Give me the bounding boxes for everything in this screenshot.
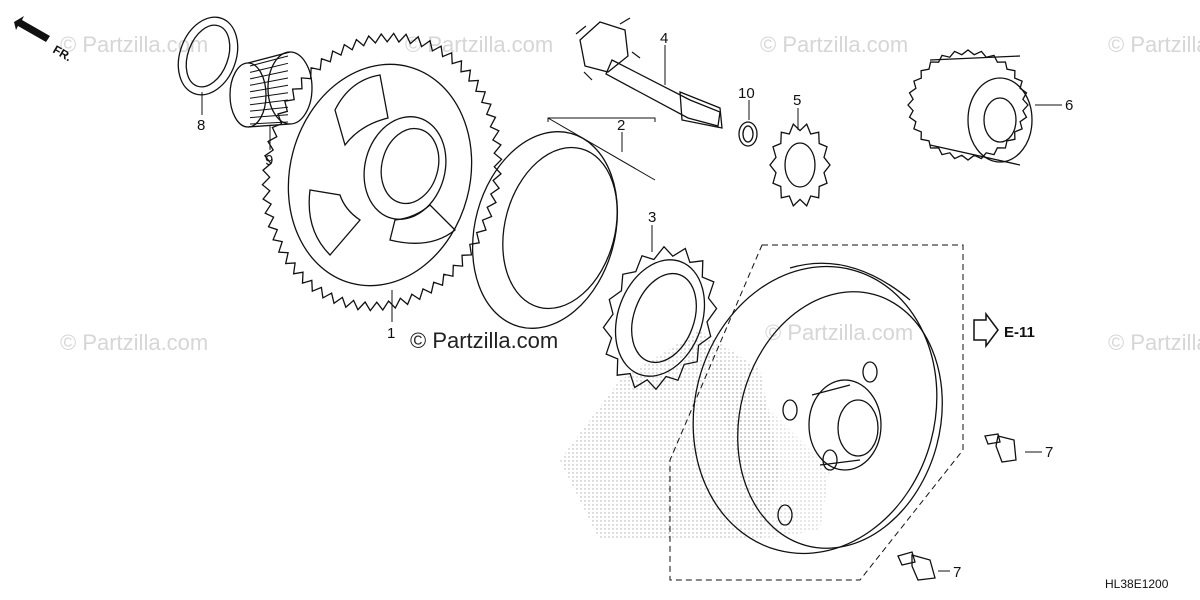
reference-arrow: E-11 [973, 311, 1035, 349]
callout-labels: 1 2 3 4 5 6 7 7 8 9 10 [197, 30, 1073, 581]
callout-number: 5 [793, 92, 801, 109]
gear-assembly-part-6 [907, 49, 1062, 166]
watermark: © Partzilla.com [60, 32, 208, 57]
shaft-part-4 [575, 17, 723, 129]
callout-number: 8 [197, 117, 205, 134]
callout-number: 7 [1045, 444, 1053, 461]
sprag-clutch-part-3 [602, 245, 718, 391]
diagram-code: HL38E1200 [1105, 577, 1169, 591]
callout-number: 4 [660, 30, 668, 47]
assembly-outline [669, 244, 964, 581]
brand-logo-shading [560, 330, 830, 540]
flywheel [692, 262, 943, 555]
watermark-group: © Partzilla.com © Partzilla.com © Partzi… [60, 32, 1200, 355]
callout-bracket-2-3 [547, 117, 656, 252]
callout-number: 6 [1065, 97, 1073, 114]
watermark: © Partzilla.com [760, 32, 908, 57]
gear-part-5 [769, 108, 831, 208]
watermark: © Partzilla.com [1108, 330, 1200, 355]
flywheel-bolt-part-7 [984, 433, 1042, 463]
watermark: © Partzilla.com [60, 330, 208, 355]
washer-part-8 [177, 16, 239, 115]
callout-number: 10 [738, 85, 755, 102]
starter-driven-gear-part-1 [261, 32, 503, 322]
flywheel-bolt-part-7 [897, 551, 950, 581]
watermark: © Partzilla.com [1108, 32, 1200, 57]
watermark: © Partzilla.com [765, 320, 913, 345]
callout-number: 1 [387, 325, 395, 342]
watermark: © Partzilla.com [405, 32, 553, 57]
needle-bearing-part-9 [229, 51, 313, 150]
callout-number: 9 [265, 152, 273, 169]
one-way-clutch-outer-part-2 [471, 131, 619, 329]
circlip-part-10 [738, 100, 758, 147]
reference-label: E-11 [1004, 324, 1035, 341]
callout-number: 2 [617, 117, 625, 134]
watermark-main: © Partzilla.com [410, 328, 558, 353]
callout-number: 7 [953, 564, 961, 581]
callout-number: 3 [648, 209, 656, 226]
